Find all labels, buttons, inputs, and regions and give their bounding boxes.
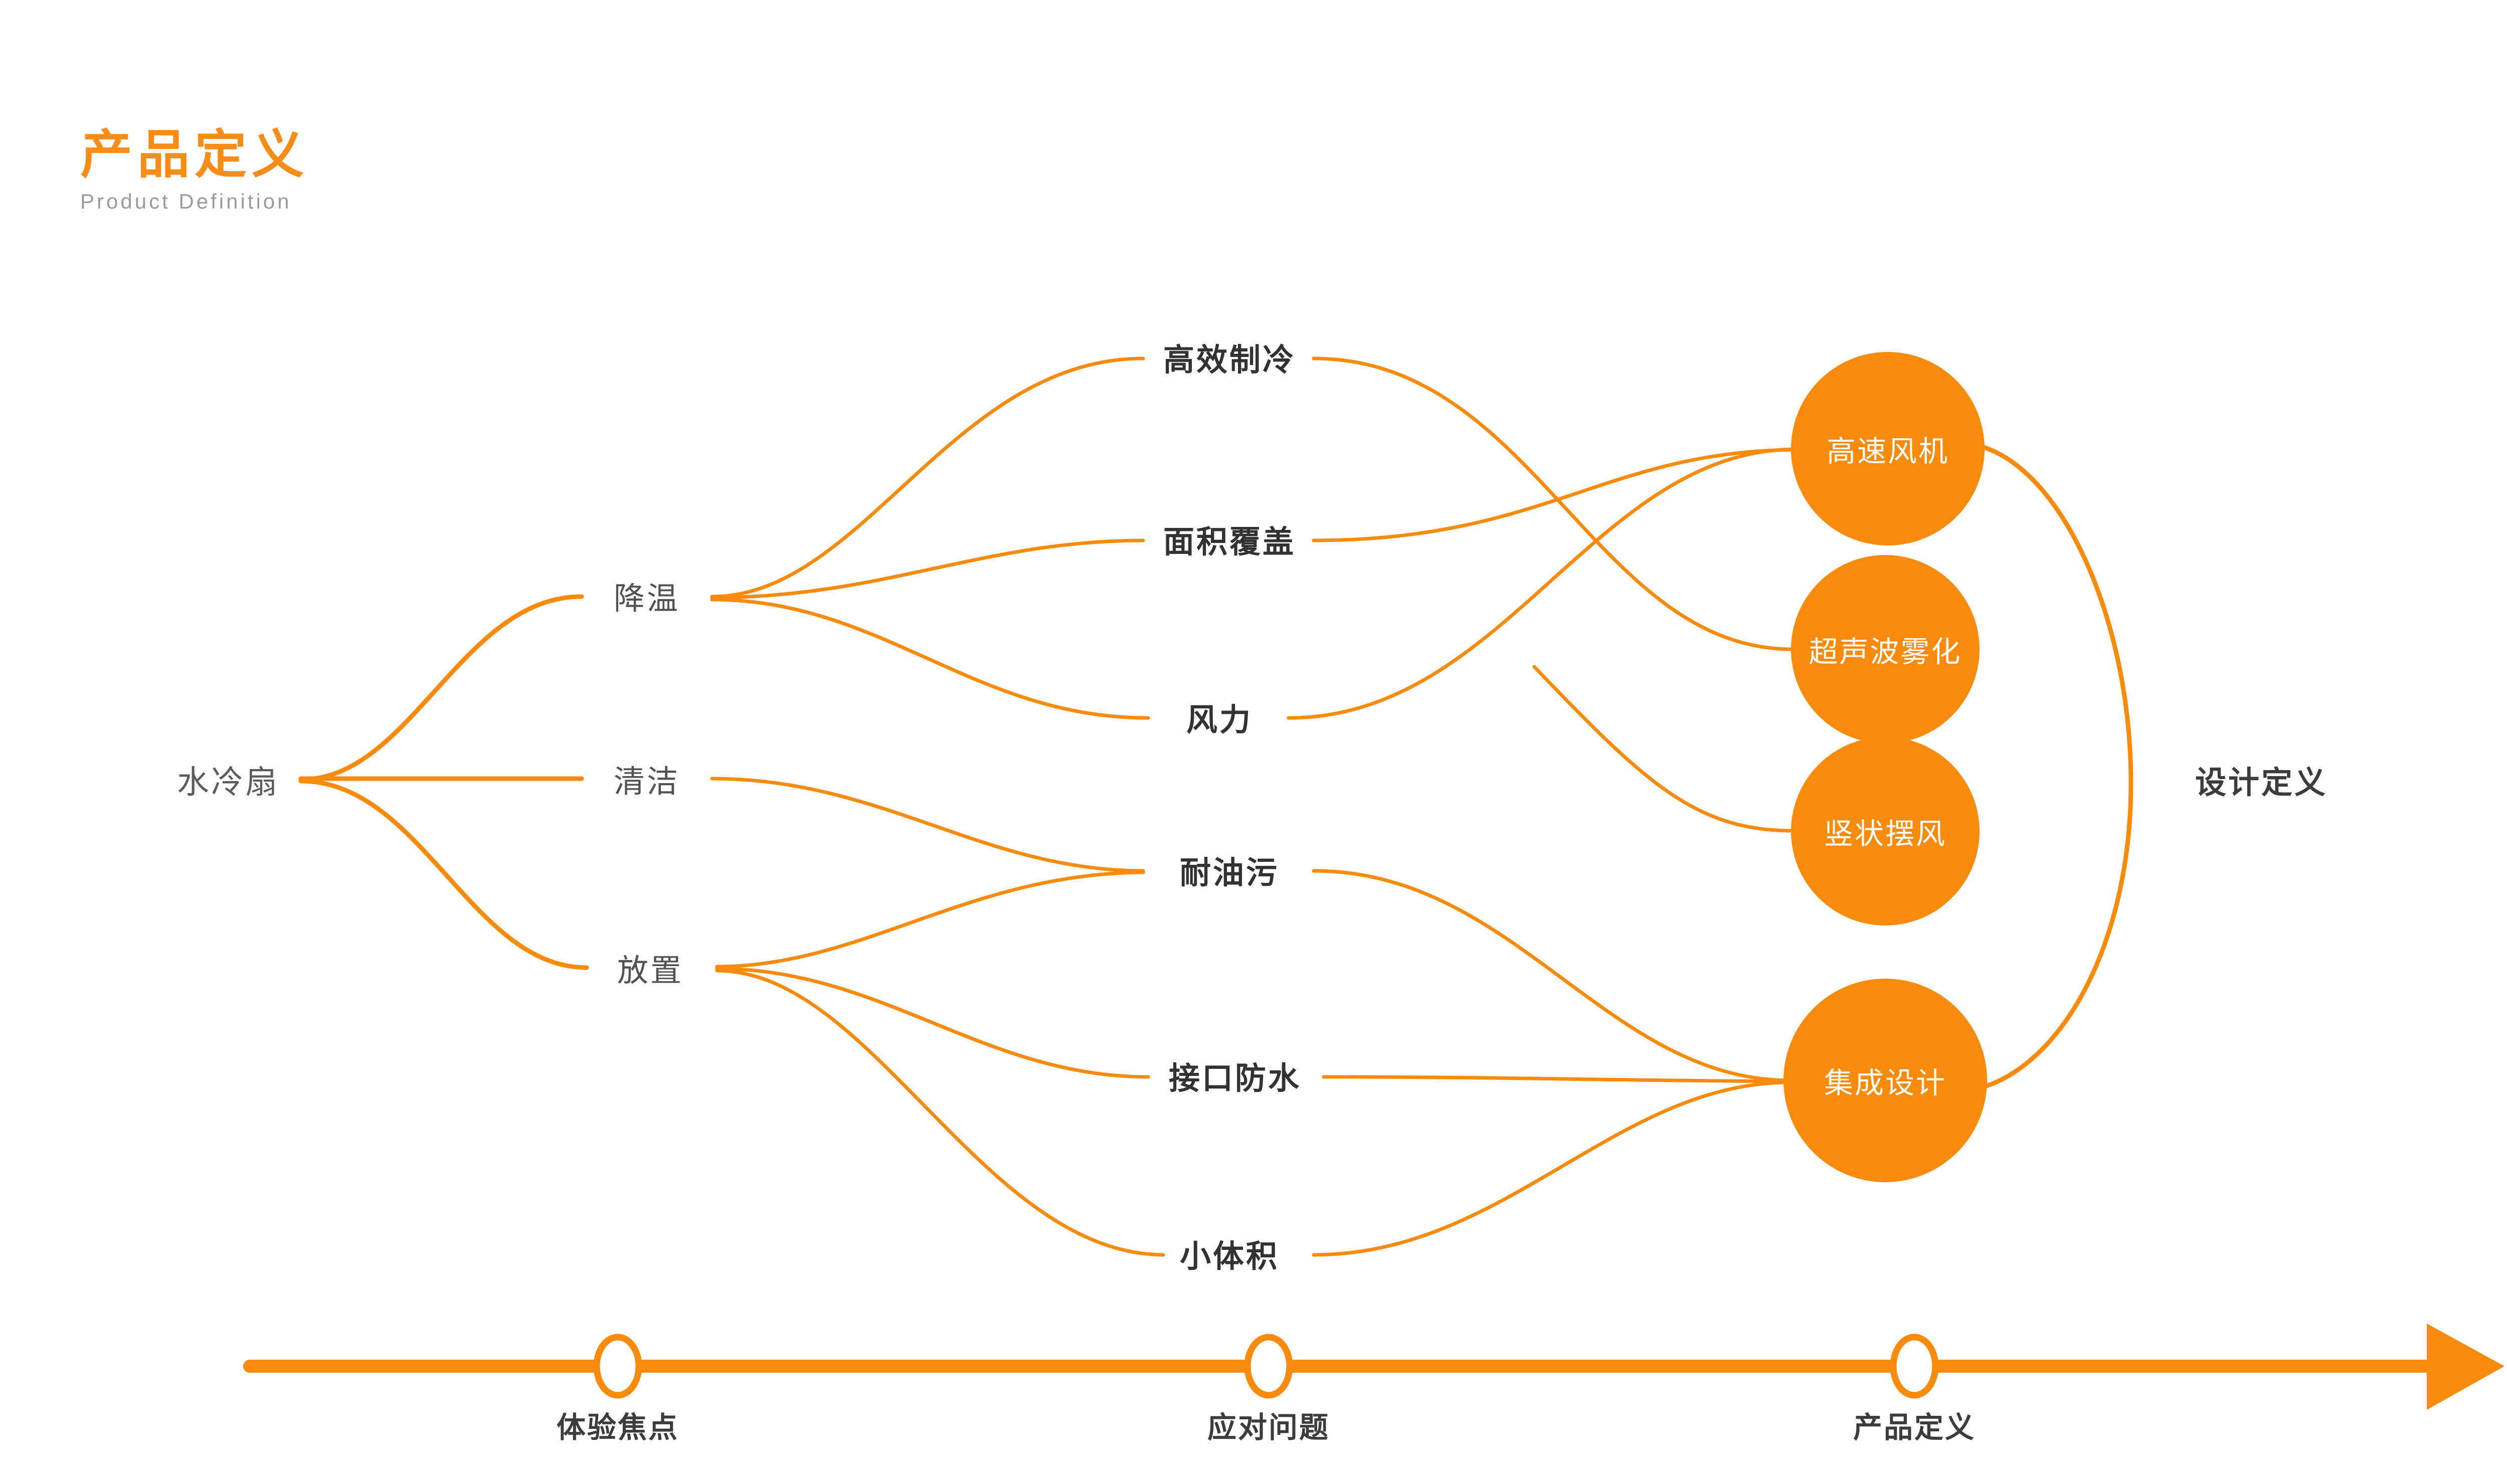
timeline-marker-dot-2[interactable] (1244, 1334, 1293, 1399)
mindmap-node-jiekoufangshui[interactable]: 接口防水 (1168, 1061, 1302, 1096)
link-jichengsheji-to-shejidingyi (1978, 781, 2133, 1090)
link-naiyouwu-to-jichengsheji (1312, 869, 1789, 1082)
page-subtitle: Product Definition (80, 190, 292, 214)
link-root-to-fangzhi (298, 779, 589, 970)
link-xiaotiji-to-jichengsheji (1312, 1080, 1789, 1257)
link-qingjie-to-naiyouwu (710, 777, 1145, 873)
solution-circle-label: 竖状摆风 (1824, 818, 1946, 850)
link-mianjifugai-to-gaosufengji (1312, 448, 1797, 542)
solution-circle-jichengsheji[interactable]: 集成设计 (1783, 979, 1987, 1182)
link-fangzhi-to-naiyouwu (715, 870, 1145, 969)
timeline-label-chanpindingyi[interactable]: 产品定义 (1853, 1411, 1976, 1444)
solution-circle-shuzhuangbaifeng[interactable]: 竖状摆风 (1791, 737, 1980, 925)
page-title: 产品定义 (80, 126, 309, 184)
link-gaosufengji-to-shejidingyi (1978, 444, 2133, 785)
timeline-arrow-head (2427, 1324, 2504, 1410)
solution-circle-gaosufengji[interactable]: 高速风机 (1791, 352, 1985, 545)
link-fangzhi-to-xiaotiji (715, 969, 1165, 1257)
mindmap-node-qingjie[interactable]: 清洁 (613, 765, 680, 799)
page-title-block: 产品定义 Product Definition (80, 126, 309, 214)
design-definition-heading: 设计定义 (2195, 766, 2328, 800)
solution-circle-chaoshengbowuhua[interactable]: 超声波雾化 (1791, 555, 1980, 744)
mindmap-node-fengli[interactable]: 风力 (1186, 703, 1253, 737)
mindmap-node-gaoxiaozhileng[interactable]: 高效制冷 (1163, 343, 1296, 378)
link-jiekoufangshui-to-jichengsheji (1322, 1075, 1789, 1083)
link-root-to-jiangwen (298, 594, 584, 782)
mindmap-root-node[interactable]: 水冷扇 (177, 764, 279, 800)
mindmap-node-xiaotiji[interactable]: 小体积 (1179, 1239, 1280, 1274)
timeline-marker-dot-1[interactable] (593, 1334, 642, 1399)
link-gaoxiaozhileng-to-chaoshengbowuhua (1312, 356, 1795, 651)
mindmap-node-fangzhi[interactable]: 放置 (617, 954, 684, 988)
link-jiangwen-to-fengli (710, 598, 1150, 720)
mindmap-node-naiyouwu[interactable]: 耐油污 (1179, 856, 1280, 890)
link-fengli-to-gaosufengji (1287, 447, 1797, 720)
mindmap-node-mianjifugai[interactable]: 面积覆盖 (1163, 525, 1296, 560)
solution-circle-label: 集成设计 (1824, 1067, 1946, 1099)
timeline-label-tiyanjiaodian[interactable]: 体验焦点 (556, 1411, 679, 1444)
link-fangzhi-to-jiekoufangshui (715, 967, 1150, 1079)
solution-circle-label: 高速风机 (1826, 435, 1949, 468)
link-jiangwen-to-mianjifugai (710, 538, 1145, 600)
link-jiangwen-to-gaoxiaozhileng (710, 356, 1145, 599)
link-to-shuzhuangbaifeng (1532, 665, 1792, 833)
timeline-marker-dot-3[interactable] (1890, 1334, 1939, 1399)
solution-circle-label: 超声波雾化 (1809, 636, 1962, 668)
mindmap-node-jiangwen[interactable]: 降温 (613, 582, 680, 616)
timeline-label-yingduiwenti[interactable]: 应对问题 (1207, 1411, 1330, 1444)
